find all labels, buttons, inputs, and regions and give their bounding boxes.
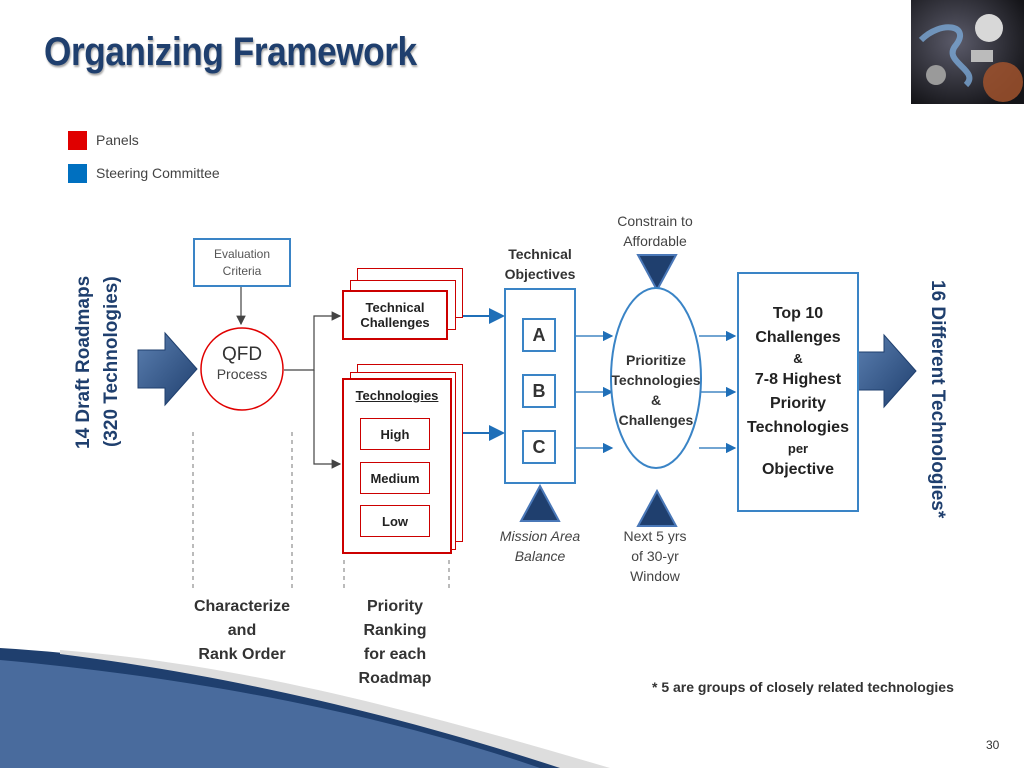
objectives-header-line2: Objectives — [504, 266, 576, 282]
page-number: 30 — [986, 738, 1000, 752]
level-low: Low — [360, 505, 430, 537]
prioritize-line1: Prioritize — [626, 352, 686, 368]
caption-prio-line2: Ranking — [363, 622, 427, 639]
process-label: Process — [216, 366, 268, 382]
prioritize-line3: & — [650, 392, 662, 408]
evaluation-criteria-box: Evaluation Criteria — [193, 238, 291, 287]
output-line3: & — [793, 351, 803, 366]
caption-prio-line3: for each — [363, 646, 427, 663]
prioritize-label: Prioritize Technologies & Challenges — [606, 350, 706, 430]
right-vertical-label: 16 Different Technologies* — [927, 279, 948, 519]
input-arrow-icon — [137, 331, 198, 407]
output-arrow-icon — [856, 333, 917, 409]
legend-swatch-steering — [68, 164, 87, 183]
prioritize-line2: Technologies — [611, 372, 701, 388]
objective-a: A — [522, 318, 556, 352]
mission-up-triangle-icon — [519, 483, 561, 522]
caption-char-line2: and — [227, 622, 257, 639]
qfd-label-group: QFD Process — [201, 344, 283, 382]
output-line4: 7-8 Highest — [754, 371, 842, 388]
mission-line1: Mission Area — [499, 528, 581, 544]
next-line3: Window — [630, 568, 680, 584]
qfd-process-circle — [200, 327, 284, 411]
output-line6: Technologies — [747, 419, 849, 436]
prioritize-line4: Challenges — [618, 412, 694, 428]
mission-line2: Balance — [514, 548, 566, 564]
output-line7: per — [787, 441, 809, 456]
constrain-line1: Constrain to — [617, 213, 693, 229]
prioritize-ellipse — [610, 287, 702, 469]
output-line2: Challenges — [755, 329, 841, 346]
left-vertical-line1: 14 Draft Roadmaps — [73, 275, 94, 449]
next-line2: of 30-yr — [631, 548, 679, 564]
objective-c: C — [522, 430, 556, 464]
eval-line2: Criteria — [222, 263, 262, 278]
legend-label-panels: Panels — [96, 132, 139, 148]
output-line1: Top 10 — [772, 305, 824, 322]
legend-label-steering: Steering Committee — [96, 165, 220, 181]
objectives-header: Technical Objectives — [492, 244, 588, 284]
space-collage-logo — [911, 0, 1024, 104]
slide-title: Organizing Framework — [44, 30, 417, 74]
level-medium: Medium — [360, 462, 430, 494]
eval-line1: Evaluation — [213, 247, 271, 262]
level-high: High — [360, 418, 430, 450]
caption-prio-line1: Priority — [366, 598, 423, 615]
output-box: Top 10 Challenges & 7-8 Highest Priority… — [737, 272, 859, 512]
caption-characterize: Characterize and Rank Order — [182, 595, 302, 667]
next-window-label: Next 5 yrs of 30-yr Window — [605, 526, 705, 586]
footnote: * 5 are groups of closely related techno… — [652, 679, 954, 695]
next-line1: Next 5 yrs — [623, 528, 687, 544]
technologies-heading: Technologies — [355, 388, 439, 403]
tech-challenges-line1: Technical — [365, 300, 425, 315]
legend-swatch-panels — [68, 131, 87, 150]
objectives-header-line1: Technical — [508, 246, 572, 262]
left-vertical-line2: (320 Technologies) — [101, 276, 122, 448]
caption-char-line1: Characterize — [193, 598, 291, 615]
constrain-label: Constrain to Affordable — [600, 211, 710, 251]
qfd-label: QFD — [221, 344, 263, 365]
constrain-line2: Affordable — [623, 233, 687, 249]
constraint-down-triangle-icon — [636, 254, 678, 293]
caption-priority: Priority Ranking for each Roadmap — [345, 595, 445, 691]
mission-area-label: Mission Area Balance — [490, 526, 590, 566]
output-line8: Objective — [761, 461, 835, 478]
caption-char-line3: Rank Order — [198, 646, 286, 663]
window-up-triangle-icon — [636, 488, 678, 527]
tech-challenges-box: Technical Challenges — [342, 290, 448, 340]
caption-prio-line4: Roadmap — [358, 670, 432, 687]
output-line5: Priority — [769, 395, 826, 412]
left-vertical-label: 14 Draft Roadmaps (320 Technologies) — [70, 262, 132, 462]
objective-b: B — [522, 374, 556, 408]
tech-challenges-line2: Challenges — [360, 315, 430, 330]
